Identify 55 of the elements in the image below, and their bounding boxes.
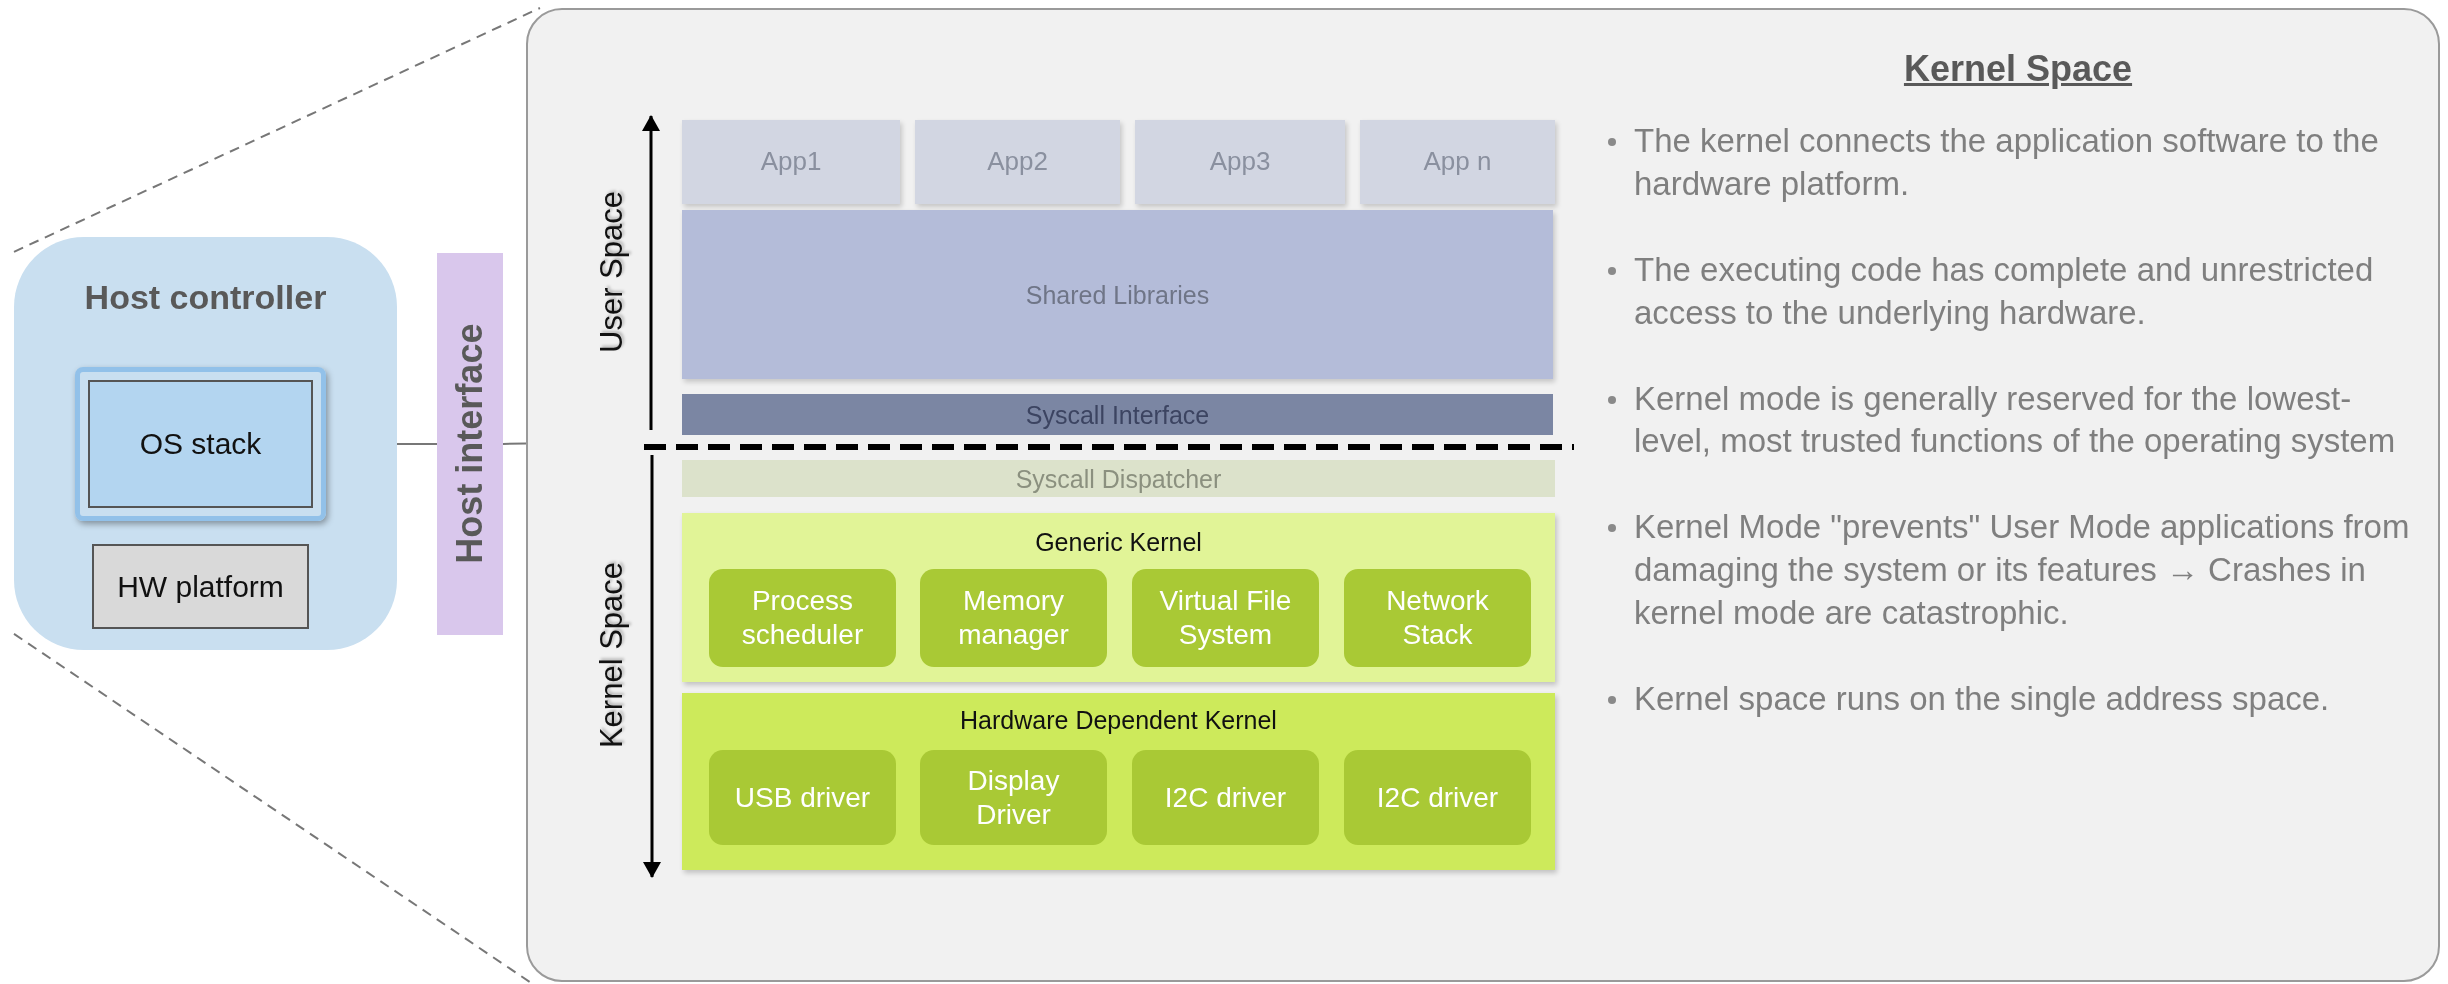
zoom-guide-line xyxy=(13,632,531,983)
kernel-module-box xyxy=(920,750,1107,845)
bullet-text: Kernel mode is generally reserved for the lowest-level, most trusted functions of the operating system xyxy=(1634,378,2397,462)
box-label: App1 xyxy=(760,146,822,178)
app-box xyxy=(1360,120,1555,204)
box-label: I2C driver xyxy=(1163,780,1288,815)
bar-label: Host interface xyxy=(448,323,492,565)
box-label: Syscall Interface xyxy=(1025,399,1210,430)
connector-line xyxy=(502,442,527,445)
box-label: App3 xyxy=(1209,146,1271,178)
kernel-module-box xyxy=(920,569,1107,667)
host-interface-bar xyxy=(437,253,503,635)
space-label: User Space xyxy=(594,191,630,353)
box-label: I2C driver xyxy=(1375,780,1500,815)
layer-heading: Hardware Dependent Kernel xyxy=(959,705,1278,735)
kernel-module-box xyxy=(1132,569,1319,667)
hw-platform-box xyxy=(92,544,309,629)
box-heading: Host controller xyxy=(83,277,328,318)
kernel-module-box xyxy=(1344,750,1531,845)
box-label: Shared Libraries xyxy=(1025,279,1210,310)
kernel-module-box xyxy=(709,569,896,667)
box-label: App2 xyxy=(987,146,1048,178)
box-label: Syscall Dispatcher xyxy=(1015,463,1222,494)
layer-heading: Generic Kernel xyxy=(1034,527,1203,557)
app-box xyxy=(915,120,1120,204)
syscall-dispatcher-layer xyxy=(682,460,1555,497)
box-label: OS stack xyxy=(138,426,263,462)
os-stack-box xyxy=(75,367,326,521)
bullet-text: The executing code has complete and unrestricted access to the underlying hardware. xyxy=(1634,249,2375,333)
kernel-space-panel xyxy=(526,8,2440,982)
library-layer xyxy=(682,210,1553,379)
box-label: Process scheduler xyxy=(740,584,865,652)
generic-kernel-layer xyxy=(682,513,1555,682)
space-label: Kernel Space xyxy=(594,561,630,749)
kernel-module-box xyxy=(1344,569,1531,667)
bullet-text: The kernel connects the application software to the hardware platform. xyxy=(1634,121,2380,204)
bullet-text: Kernel space runs on the single address space. xyxy=(1634,679,2330,719)
box-label: App n xyxy=(1423,146,1492,178)
box-label: USB driver xyxy=(733,780,872,815)
box-label: Memory manager xyxy=(957,584,1070,652)
app-box xyxy=(682,120,900,204)
box-label: Virtual File System xyxy=(1158,584,1293,652)
box-label: HW platform xyxy=(117,568,284,605)
bullet-text: Kernel Mode "prevents" User Mode applications from damaging the system or its features → Crashes in kernel mode are catastrophic. xyxy=(1634,507,2411,634)
syscall-interface-layer xyxy=(682,394,1553,435)
connector-line xyxy=(396,442,438,445)
kernel-module-box xyxy=(1132,750,1319,845)
box-label: Display Driver xyxy=(966,763,1061,832)
box-label: Network Stack xyxy=(1385,584,1490,652)
zoom-guide-line xyxy=(13,7,541,253)
host-controller-box xyxy=(14,237,397,650)
hardware-kernel-layer xyxy=(682,693,1555,870)
panel-heading: Kernel Space xyxy=(1903,48,2133,90)
app-box xyxy=(1135,120,1345,204)
kernel-module-box xyxy=(709,750,896,845)
